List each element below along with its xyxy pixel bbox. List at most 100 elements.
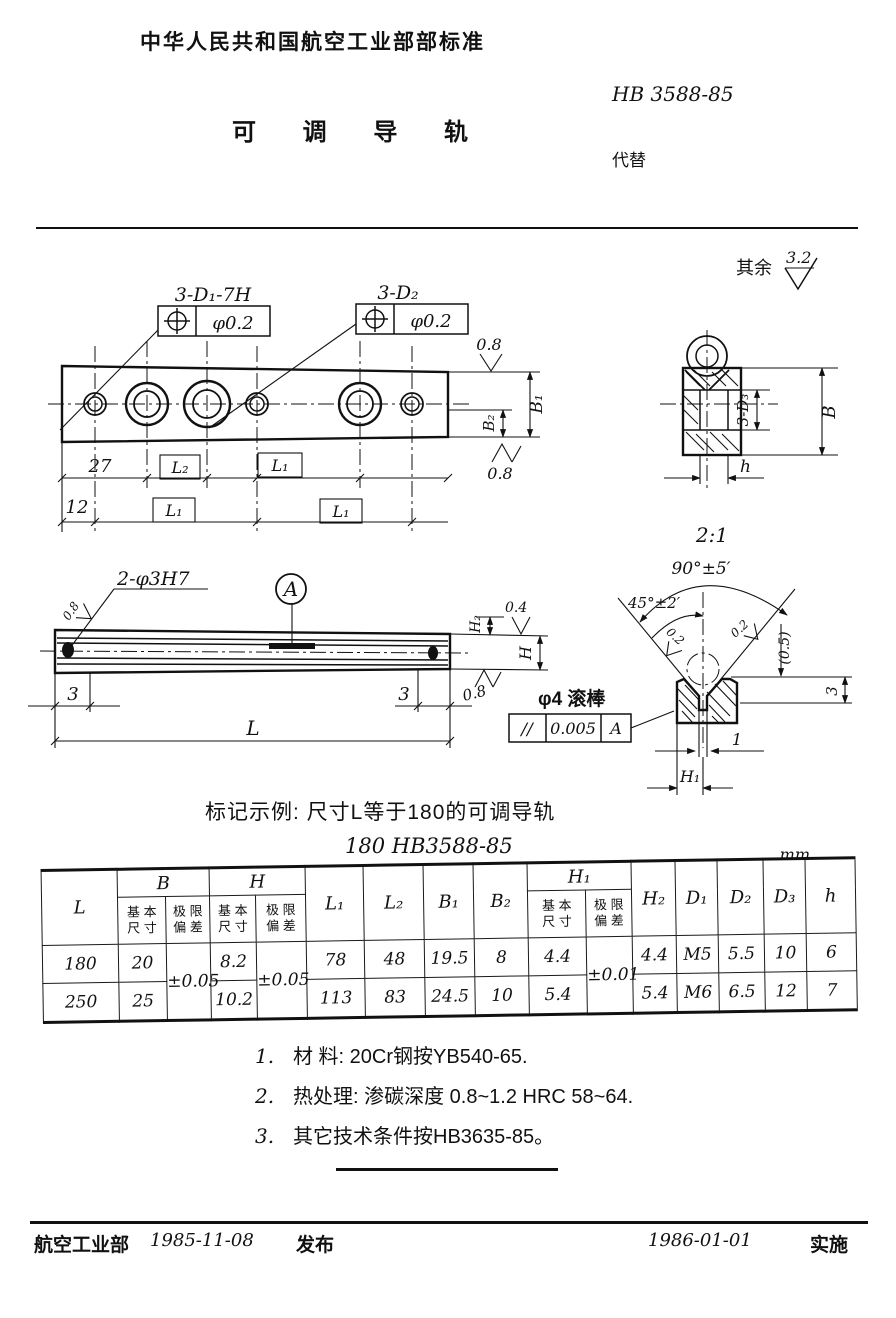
boxed-dim xyxy=(152,497,196,523)
roughness-icon xyxy=(491,442,513,463)
angle-90: 90°±5′ xyxy=(671,559,730,579)
document-code: HB 3588-85 xyxy=(612,82,734,106)
issuing-org: 航空工业部 xyxy=(34,1235,130,1256)
note-3: 3. 其它技术条件按HB3635-85。 xyxy=(255,1120,554,1149)
svg-text:0.2: 0.2 xyxy=(664,625,688,648)
implement-label: 实施 xyxy=(810,1235,849,1256)
dim-1: 1 xyxy=(732,730,742,749)
cell: 12 xyxy=(764,971,808,1012)
finish-08-bottom: 0.8 xyxy=(461,668,502,705)
cell: M6 xyxy=(676,972,720,1013)
implement-date: 1986-01-01 xyxy=(648,1230,752,1251)
roller-label: φ4 滚棒 xyxy=(538,687,606,710)
publish-date: 1985-11-08 xyxy=(150,1230,254,1251)
leader-line xyxy=(208,323,357,429)
detail-view: 90°±5′ 45°±2′ 0.2 0.2 (0.5) 3 1 xyxy=(617,559,852,795)
dim-b1: B₁ xyxy=(527,394,547,414)
view-datum-A: A xyxy=(269,573,315,649)
boxed-dim xyxy=(319,498,363,524)
dim-b2: B₂ xyxy=(480,414,498,432)
pin-hole-right xyxy=(428,646,438,660)
note-text: 热处理: 渗碳深度 0.8~1.2 HRC 58~64. xyxy=(293,1086,634,1108)
cell: 250 xyxy=(42,982,120,1023)
note-text: 材 料: 20Cr钢按YB540-65. xyxy=(293,1046,528,1068)
leader-line xyxy=(630,710,675,729)
subhead-dev: 极 限 偏 差 xyxy=(585,889,633,937)
note-number: 3. xyxy=(255,1124,275,1148)
cell: 10 xyxy=(474,975,530,1016)
col-B2: B₂ xyxy=(473,862,529,939)
replaces-label: 代替 xyxy=(612,151,646,170)
dimension-table: L B H L₁ L₂ B₁ B₂ H₁ H₂ D₁ D₂ D₃ h 基 本 尺… xyxy=(40,856,858,1024)
cell: M5 xyxy=(676,934,719,974)
surface-roughness-note: 其余 3.2 xyxy=(736,248,818,291)
dim-h2: H₂ xyxy=(468,615,484,634)
subhead-dev: 极 限 偏 差 xyxy=(255,894,307,943)
side-view: A 2-φ3H7 0.8 3 xyxy=(28,568,549,748)
dim-3-right: 3 xyxy=(398,684,409,705)
cell: 5.5 xyxy=(718,934,765,973)
surface-note-prefix: 其余 xyxy=(736,258,772,278)
cell: 78 xyxy=(306,940,365,980)
cell: 5.4 xyxy=(528,974,588,1015)
top-view: 3-D₁-7H φ0.2 3-D₂ xyxy=(48,282,547,532)
roughness-icon xyxy=(474,668,494,688)
dim-3-left: 3 xyxy=(67,684,78,705)
col-D3: D₃ xyxy=(763,858,807,935)
dim-H: H xyxy=(516,645,535,661)
col-D1: D₁ xyxy=(675,859,719,936)
position-tolerance-icon xyxy=(164,308,190,334)
leader-line xyxy=(59,329,159,431)
scale-label: 2:1 xyxy=(695,523,728,547)
boxed-dim xyxy=(257,452,303,478)
marking-example-line2: 180 HB3588-85 xyxy=(345,834,513,858)
dimension-table-wrap: L B H L₁ L₂ B₁ B₂ H₁ H₂ D₁ D₂ D₃ h 基 本 尺… xyxy=(40,856,858,1024)
col-L1: L₁ xyxy=(305,865,365,942)
note-number: 2. xyxy=(255,1084,275,1108)
hole-callout-2: 3-D₂ xyxy=(377,282,418,304)
cell: ±0.05 xyxy=(166,942,220,1021)
marking-example-line1: 标记示例: 尺寸L等于180的可调导轨 xyxy=(205,801,556,824)
datum-A-label: A xyxy=(282,577,298,601)
cell: 48 xyxy=(364,939,425,979)
col-B1: B₁ xyxy=(423,863,475,940)
tolerance-value-1: φ0.2 xyxy=(212,313,253,334)
col-L: L xyxy=(41,869,119,946)
subhead-basic: 基 本 尺 寸 xyxy=(117,896,167,945)
dim-l1: L₁ xyxy=(331,502,349,521)
roughness-icon: 0.8 xyxy=(60,599,93,623)
dim-3d3: 3-D₃ xyxy=(734,394,752,427)
roughness-icon: 0.2 xyxy=(728,617,759,640)
subhead-dev: 极 限 偏 差 xyxy=(165,895,211,944)
hatching xyxy=(676,680,738,724)
cell: ±0.05 xyxy=(256,941,310,1020)
dim-L: L xyxy=(245,716,259,740)
col-D2: D₂ xyxy=(717,859,765,935)
cell: 6.5 xyxy=(718,972,766,1012)
footer-divider xyxy=(30,1221,868,1224)
dim-27: 27 xyxy=(88,456,112,477)
hole-callout-1: 3-D₁-7H xyxy=(175,284,252,306)
position-tolerance-frame-2: 3-D₂ φ0.2 xyxy=(208,282,469,429)
end-divider xyxy=(336,1168,558,1171)
cell: 8 xyxy=(474,937,529,977)
cell: 113 xyxy=(306,978,366,1019)
note-text: 其它技术条件按HB3635-85。 xyxy=(293,1126,555,1148)
technical-drawing: 其余 3.2 xyxy=(28,248,852,795)
svg-text:0.8: 0.8 xyxy=(60,599,83,623)
hatching xyxy=(683,369,740,453)
section-body xyxy=(681,366,743,457)
cell: 25 xyxy=(118,981,168,1022)
subhead-basic: 基 本 尺 寸 xyxy=(527,889,587,938)
roller-circle xyxy=(686,652,720,686)
dim-h-small: h xyxy=(740,457,751,477)
svg-text:0.8: 0.8 xyxy=(461,682,489,705)
hole xyxy=(83,379,424,429)
cell: 5.4 xyxy=(632,973,678,1014)
position-tolerance-frame-1: 3-D₁-7H φ0.2 xyxy=(59,284,271,431)
note-number: 1. xyxy=(255,1044,275,1068)
svg-text:0.8: 0.8 xyxy=(487,464,512,483)
svg-text:0.8: 0.8 xyxy=(476,335,501,354)
plate-outline xyxy=(60,364,450,444)
